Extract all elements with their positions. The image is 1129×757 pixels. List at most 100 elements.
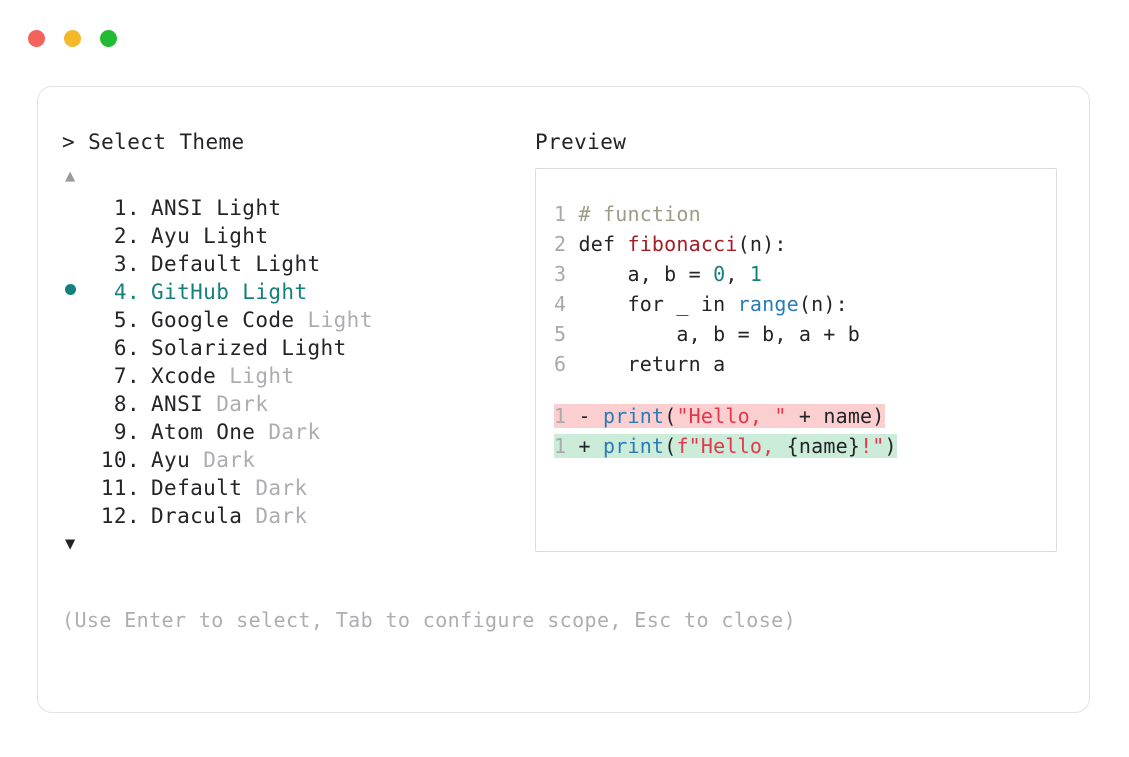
code-line-content: def fibonacci(n): [578,232,786,256]
diff-marker: - [578,404,603,428]
theme-item-name: Xcode [151,364,230,388]
code-line-number: 4 [554,292,579,316]
code-token: (n): [737,232,787,256]
theme-picker-card: > Select Theme ▲ 1. ANSI Light 2. Ayu Light… [37,86,1090,713]
theme-item-variant: Light [307,308,373,332]
theme-item-variant: Dark [255,476,308,500]
code-line: 3 a, b = 0, 1 [554,259,1056,289]
code-line: 4 for _ in range(n): [554,289,1056,319]
code-line-content: return a [578,352,725,376]
diff-line-number: 1 [554,434,579,458]
code-line-content: a, b = 0, 1 [578,262,762,286]
diff-line-add: 1 + print(f"Hello, {name}!") [536,431,1056,461]
theme-item-index: 2. [113,224,140,248]
picker-columns: > Select Theme ▲ 1. ANSI Light 2. Ayu Light… [38,87,1089,712]
code-token: , [725,262,750,286]
theme-item-index: 3. [113,252,140,276]
theme-list-item[interactable]: 8. ANSI Dark [62,390,532,418]
theme-item-index: 1. [113,196,140,220]
theme-item-name: Dracula [151,504,256,528]
code-line-number: 5 [554,322,579,346]
code-line-content: for _ in range(n): [578,292,847,316]
code-token: 1 [749,262,763,286]
theme-item-name: GitHub Light [151,280,308,304]
keyboard-hint: (Use Enter to select, Tab to configure s… [62,608,797,632]
code-line-number: 6 [554,352,579,376]
code-line-content: # function [578,202,700,226]
theme-item-index: 12. [100,504,140,528]
code-token: for _ in [578,292,738,316]
theme-item-index: 5. [113,308,140,332]
code-line: 5 a, b = b, a + b [554,319,1056,349]
theme-item-variant: Dark [255,504,308,528]
theme-list-item[interactable]: 3. Default Light [62,250,532,278]
theme-item-index: 6. [113,336,140,360]
code-token: print [602,434,665,458]
selection-bullet-icon [65,284,76,295]
code-token: ( [664,434,677,458]
theme-list-item[interactable]: 6. Solarized Light [62,334,532,362]
code-token: return a [578,352,726,376]
theme-item-name: ANSI [151,392,217,416]
code-token: ( [664,404,677,428]
theme-item-variant: Dark [268,420,321,444]
code-line-content: a, b = b, a + b [578,322,860,346]
code-line-number: 3 [554,262,579,286]
code-token: # function [578,202,701,226]
diff-line-highlight: 1 + print(f"Hello, {name}!") [554,434,897,458]
code-token: (n): [798,292,848,316]
maximize-window-icon[interactable] [100,30,117,47]
theme-item-name: ANSI Light [151,196,282,220]
theme-item-index: 9. [113,420,140,444]
code-line-number: 1 [554,202,579,226]
code-spacer [554,379,1056,401]
diff-block: 1 - print("Hello, " + name) 1 + print(f"H… [554,401,1056,461]
theme-list-item[interactable]: 7.Xcode Light [62,362,532,390]
theme-list-column: > Select Theme ▲ 1. ANSI Light 2. Ayu Light… [62,129,532,554]
code-token: a, b = b, a + b [578,322,861,346]
code-line: 1 # function [554,199,1056,229]
theme-list-item[interactable]: 11.Default Dark [62,474,532,502]
theme-item-name: Default Light [151,252,321,276]
theme-item-index: 4. [113,280,140,304]
code-token: !" [860,434,885,458]
code-line: 6 return a [554,349,1056,379]
code-token: print [602,404,665,428]
theme-list-item[interactable]: 12. Dracula Dark [62,502,532,530]
theme-item-name: Atom One [151,420,269,444]
code-token: a, b = [578,262,714,286]
scroll-down-icon[interactable]: ▼ [65,534,76,554]
minimize-window-icon[interactable] [64,30,81,47]
selection-bullet-slot [62,278,92,306]
code-token: ) [884,434,897,458]
theme-item-variant: Dark [203,448,256,472]
theme-list-item[interactable]: 5.Google Code Light [62,306,532,334]
close-window-icon[interactable] [28,30,45,47]
theme-list-item[interactable]: 10.Ayu Dark [62,446,532,474]
code-token: range [737,292,799,316]
theme-list-item[interactable]: 4. GitHub Light [62,278,532,306]
code-line-number: 2 [554,232,579,256]
scroll-up-icon[interactable]: ▲ [65,166,76,186]
diff-line-number: 1 [554,404,579,428]
preview-label: Preview [535,130,627,154]
diff-marker: + [578,434,603,458]
theme-item-variant: Dark [216,392,269,416]
theme-item-index: 11. [100,476,140,500]
theme-item-name: Solarized Light [151,336,347,360]
theme-list-item[interactable]: 2. Ayu Light [62,222,532,250]
code-token: {name} [786,434,861,458]
code-token: fibonacci [627,232,738,256]
theme-list-item[interactable]: 9. Atom One Dark [62,418,532,446]
prompt-label: > Select Theme [62,130,245,154]
code-token: def [578,232,628,256]
theme-item-index: 8. [113,392,140,416]
theme-item-name: Ayu Light [151,224,269,248]
code-line: 2 def fibonacci(n): [554,229,1056,259]
theme-item-index: 10. [100,448,140,472]
diff-line-highlight: 1 - print("Hello, " + name) [554,404,885,428]
window-controls [28,30,117,47]
theme-list-item[interactable]: 1. ANSI Light [62,194,532,222]
